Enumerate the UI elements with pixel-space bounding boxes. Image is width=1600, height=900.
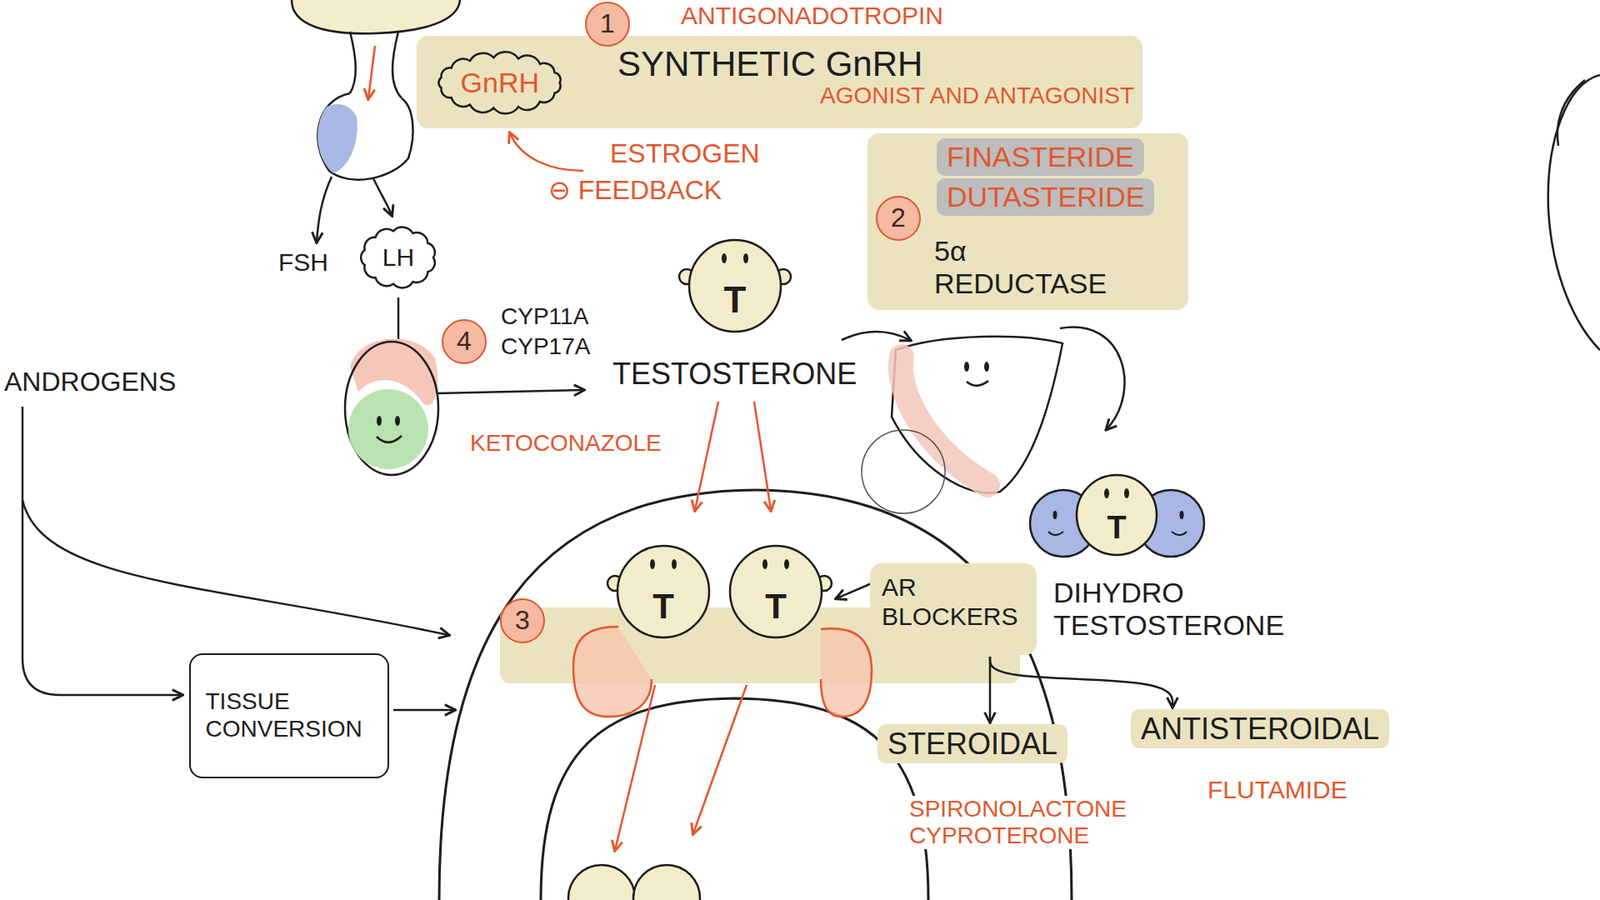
face-smile	[1048, 531, 1064, 535]
nuclear-arrow	[693, 685, 747, 834]
leydig-cell	[345, 341, 439, 475]
hypothalamus	[291, 0, 460, 34]
hormone-label: FSH	[275, 248, 331, 278]
androgen-receptor	[573, 626, 652, 717]
molecule-letter: T	[724, 279, 747, 322]
pituitary-gland	[317, 93, 413, 180]
dht-face	[1076, 475, 1157, 555]
cloud-outline	[360, 227, 435, 289]
molecule-letter: T	[765, 586, 787, 627]
node-text: AR BLOCKERS	[881, 573, 1028, 631]
enzyme	[891, 336, 1063, 494]
release-arrow	[368, 45, 375, 99]
face-eye	[743, 253, 749, 264]
connector-arrow	[989, 656, 992, 722]
synthesis-arrow	[436, 390, 584, 394]
cell-face	[348, 389, 429, 470]
pathway-arrow	[22, 406, 182, 695]
face-eye	[1104, 488, 1110, 499]
callout-number: 2	[875, 195, 921, 241]
face-eye	[762, 559, 768, 570]
outline-fragment	[1557, 80, 1585, 146]
face-eye	[721, 253, 727, 264]
face-eye	[376, 415, 382, 426]
hormone-arrow	[316, 176, 332, 242]
nuclear-face	[633, 865, 700, 900]
anterior-pituitary	[317, 104, 358, 174]
substrate-arrow	[841, 331, 910, 340]
section-heading: ANTIGONADOTROPIN	[678, 1, 946, 31]
enzyme-label: CYP17A	[498, 333, 593, 360]
face-eye	[395, 415, 400, 426]
pituitary-stalk	[392, 31, 402, 99]
nuclear-face	[568, 865, 635, 900]
pointer-arrow	[836, 583, 872, 599]
face-eye	[1180, 510, 1185, 520]
molecule-letter: T	[1106, 510, 1126, 547]
entry-arrow	[754, 401, 771, 510]
pathway-arrow	[393, 709, 455, 712]
node-text: TISSUE CONVERSION	[205, 688, 373, 742]
pathway-arrow	[22, 500, 449, 635]
enzyme-label: CYP11A	[498, 303, 591, 330]
face-eye	[671, 559, 677, 570]
hormone-cloud: LH	[351, 219, 445, 296]
face-eye	[984, 361, 990, 372]
hormone-arrow	[373, 178, 392, 215]
node-text: SPIRONOLACTONE CYPROTERONE	[905, 795, 1155, 850]
face-eye	[650, 559, 655, 570]
node-text: AGONIST AND ANTAGONIST	[820, 82, 1135, 110]
product-arrow	[1060, 327, 1125, 430]
connector-arrow	[990, 656, 1173, 707]
feedback-arrow	[510, 133, 584, 171]
bound-testosterone-face	[730, 545, 822, 638]
feedback-note: ⊖ FEEDBACK	[545, 175, 725, 206]
face-eye	[784, 559, 790, 570]
node-text: STEROIDAL	[877, 724, 1068, 764]
face-eye	[1124, 488, 1130, 499]
callout-number: 3	[500, 598, 545, 644]
node-text: DUTASTERIDE	[936, 178, 1155, 216]
cloud-outline	[438, 51, 560, 114]
node-text: GnRH	[460, 66, 540, 100]
testosterone-face	[689, 240, 781, 332]
outline-fragment	[1548, 75, 1600, 350]
face-smile	[376, 435, 402, 443]
entry-arrow	[695, 401, 719, 510]
highlight-band: SYNTHETIC GnRHAGONIST AND ANTAGONIST GnRH	[416, 35, 1143, 129]
node-text: LH	[382, 243, 415, 273]
drug-class: STEROIDAL SPIRONOLACTONE CYPROTERONE	[877, 724, 1158, 853]
callout-number: 4	[441, 319, 487, 365]
bound-testosterone-face	[617, 545, 710, 638]
node-text: FLUTAMIDE	[1204, 775, 1351, 805]
highlight-band: AR BLOCKERS	[870, 563, 1037, 655]
face-eye	[964, 361, 970, 372]
face-smile	[1171, 531, 1187, 535]
node-text: SYNTHETIC GnRH	[617, 44, 923, 85]
face-eye	[1053, 510, 1058, 520]
node-text: FINASTERIDE	[936, 138, 1145, 176]
node-text: ANTISTEROIDAL	[1130, 709, 1390, 749]
drug-label: KETOCONAZOLE	[467, 430, 665, 457]
drug-class: ANTISTEROIDAL FLUTAMIDE	[1130, 709, 1398, 810]
callout-number: 1	[585, 1, 630, 47]
hormone-cloud: GnRH	[428, 45, 572, 120]
source-label: ANDROGENS	[1, 366, 179, 398]
feedback-note: ESTROGEN	[607, 138, 763, 170]
nuclear-arrow	[615, 685, 655, 850]
androgen-receptor	[820, 628, 872, 717]
pituitary-stalk	[350, 31, 356, 94]
molecule-letter: T	[652, 586, 675, 627]
molecule-label: TESTOSTERONE	[610, 356, 860, 391]
face-smile	[966, 380, 989, 386]
process-box: TISSUE CONVERSION	[189, 653, 390, 779]
molecule-label: DIHYDRO TESTOSTERONE	[1050, 576, 1306, 642]
node-text: 5α REDUCTASE	[934, 235, 1126, 300]
active-site	[861, 430, 945, 514]
